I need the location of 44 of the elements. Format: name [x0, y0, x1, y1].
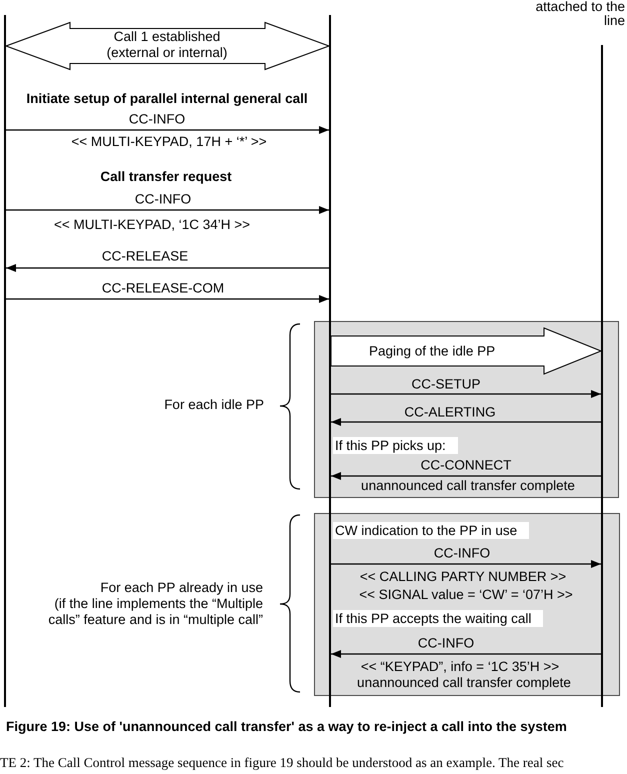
message-arrow — [331, 390, 601, 398]
message-arrow — [331, 650, 601, 658]
group-note: For each PP already in use — [99, 580, 263, 596]
lifeline-heading: attached to the line — [534, 0, 625, 28]
message-label: CC-CONNECT — [420, 458, 512, 472]
message-arrow — [331, 560, 601, 568]
message-parameters: << SIGNAL value = ‘CW’ = ‘07’H >> — [359, 587, 573, 603]
double-block-arrow — [4, 22, 330, 70]
message-label: CC-ALERTING — [404, 404, 496, 420]
status-note: unannounced call transfer complete — [357, 675, 571, 691]
message-arrow — [331, 418, 601, 426]
message-parameters: << CALLING PARTY NUMBER >> — [360, 569, 566, 585]
status-note: unannounced call transfer complete — [361, 478, 575, 494]
lifeline — [601, 45, 603, 707]
condition-note: If this PP picks up: — [333, 437, 458, 454]
section-heading: Initiate setup of parallel internal general call — [26, 91, 308, 107]
lifeline — [329, 15, 331, 707]
group-note: (if the line implements the “Multiple calls” feature and is in “multiple call” — [47, 596, 263, 627]
group-note: For each idle PP — [163, 397, 264, 413]
message-label: CC-SETUP — [412, 376, 480, 392]
message-parameters: << “KEYPAD”, info = ‘1C 35’H >> — [360, 659, 560, 675]
message-arrow — [6, 295, 329, 303]
arrow-label: Call 1 established (external or internal) — [106, 29, 228, 61]
message-parameters: << MULTI-KEYPAD, 17H + ‘*’ >> — [71, 134, 267, 150]
message-label: CC-RELEASE — [102, 248, 188, 264]
figure-caption: Figure 19: Use of 'unannounced call transfer' as a way to re-inject a call into the system — [6, 719, 567, 735]
message-arrow — [6, 264, 329, 272]
arrow-label: Paging of the idle PP — [369, 344, 496, 358]
message-parameters: << MULTI-KEYPAD, ‘1C 34’H >> — [54, 217, 250, 233]
block-arrow — [330, 327, 602, 375]
footnote-text: TE 2: The Call Control message sequence in figure 19 should be understood as an example. The real sec — [0, 755, 564, 771]
message-label: CC-RELEASE-COM — [102, 280, 224, 296]
message-arrow — [6, 126, 329, 134]
lifeline — [4, 15, 6, 707]
message-arrow — [6, 206, 329, 214]
message-label: CC-INFO — [128, 112, 186, 126]
condition-note: CW indication to the PP in use — [333, 522, 530, 539]
condition-note: If this PP accepts the waiting call — [333, 610, 544, 627]
message-label: CC-INFO — [134, 192, 192, 206]
message-label: CC-INFO — [418, 636, 474, 650]
shaded-frame — [314, 513, 620, 696]
message-label: CC-INFO — [434, 546, 490, 560]
message-arrow — [331, 472, 601, 480]
section-heading: Call transfer request — [100, 169, 232, 185]
